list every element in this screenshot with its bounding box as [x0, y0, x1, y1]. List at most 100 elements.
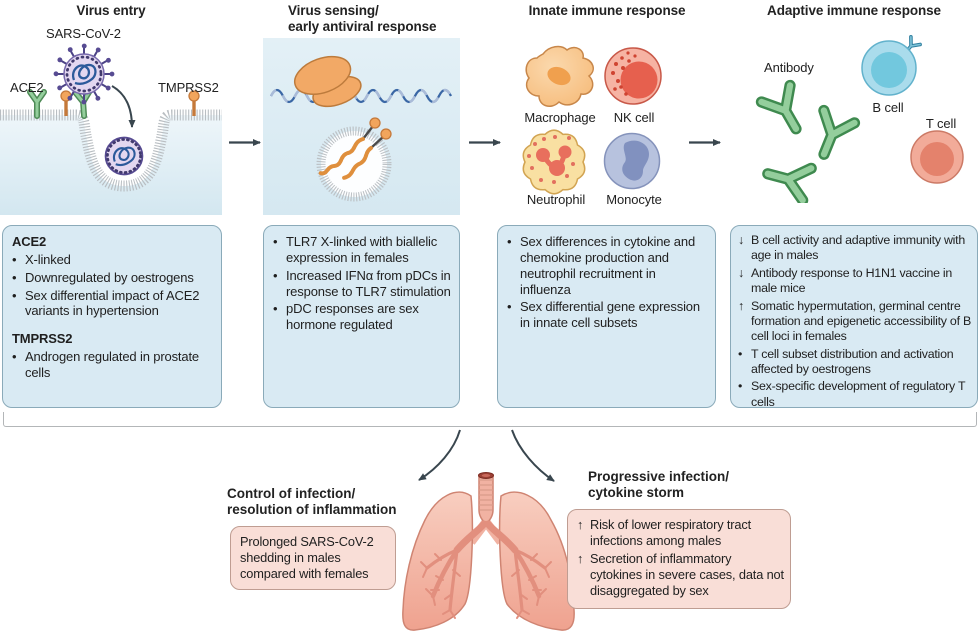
- bullet-item: • Downregulated by oestrogens: [12, 270, 214, 286]
- summary-bracket: [3, 412, 977, 427]
- bullet-text: Sex differential gene expression in inna…: [520, 299, 700, 331]
- bullet-marker: •: [738, 379, 743, 394]
- bullet-item: ↓ B cell activity and adaptive immunity w…: [738, 233, 973, 264]
- bullet-marker: •: [273, 234, 278, 249]
- outcome-right-box: ↑Risk of lower respiratory tract infecti…: [567, 509, 791, 609]
- tmprss2-label: TMPRSS2: [158, 80, 219, 95]
- outcome-arrows: [418, 429, 555, 482]
- antibody-label: Antibody: [764, 60, 814, 75]
- bullet-item: •Sex differential gene expression in inn…: [507, 299, 708, 331]
- bullet-item: •T cell subset distribution and activati…: [738, 347, 973, 378]
- b-cell: [861, 34, 922, 96]
- bullet-marker: ↑: [577, 550, 584, 566]
- antibody-y: [818, 104, 861, 160]
- flow-arrow: [229, 139, 261, 146]
- column-title-innate: Innate immune response: [528, 3, 686, 18]
- column-title-virus-sensing: Virus sensing/ early antiviral response: [288, 3, 437, 34]
- flow-arrow: [689, 139, 721, 146]
- bullet-text: Increased IFNα from pDCs in response to …: [286, 267, 451, 299]
- sars-cov-2-label: SARS-CoV-2: [46, 26, 121, 41]
- neutrophil-cell: [522, 129, 586, 195]
- bullet-text: Somatic hypermutation, germinal centre f…: [751, 298, 971, 344]
- bullet-text: Sex differential impact of ACE2 variants…: [25, 287, 200, 319]
- outcome-left-title: Control of infection/ resolution of infl…: [227, 486, 397, 518]
- box-subheading: TMPRSS2: [12, 331, 214, 347]
- outcome-left-box: Prolonged SARS-CoV-2 shedding in males c…: [230, 526, 396, 590]
- bullet-item: • Sex-specific development of regulatory …: [738, 379, 973, 410]
- cytoplasm-region: [0, 115, 222, 215]
- bullet-item: • TLR7 X-linked with biallelic expression…: [273, 234, 452, 266]
- bullet-marker: •: [12, 287, 17, 303]
- virus-sensing-info-box: • TLR7 X-linked with biallelic expression…: [263, 225, 460, 408]
- bullet-item: • Sex differential impact of ACE2 variant…: [12, 288, 214, 320]
- t-cell: [910, 130, 964, 184]
- bullet-item: •pDC responses are sex hormone regulated: [273, 301, 452, 333]
- cell-membrane: [0, 109, 222, 192]
- bullet-marker: ↑: [577, 517, 584, 532]
- neutrophil-label: Neutrophil: [526, 192, 586, 207]
- bullet-marker: •: [12, 349, 17, 365]
- flow-arrow: [469, 139, 501, 146]
- lungs-illustration: [402, 472, 575, 631]
- bullet-text: Sex differences in cytokine and chemokin…: [520, 234, 696, 297]
- bullet-text: pDC responses are sex hormone regulated: [286, 301, 419, 333]
- bullet-text: Downregulated by oestrogens: [25, 269, 194, 285]
- nk-cell-label: NK cell: [613, 110, 655, 125]
- outcome-left-text: Prolonged SARS-CoV-2 shedding in males c…: [240, 534, 374, 581]
- virus-sensing-illustration: [263, 38, 460, 215]
- bullet-item: ↑ Secretion of inflammatory cytokines in …: [577, 551, 784, 599]
- outcome-right-title: Progressive infection/ cytokine storm: [588, 469, 730, 501]
- bullet-marker: •: [12, 251, 17, 267]
- bullet-marker: •: [273, 267, 278, 283]
- bullet-text: X-linked: [25, 251, 71, 267]
- adaptive-info-box: ↓ B cell activity and adaptive immunity w…: [730, 225, 978, 410]
- virus-entry-illustration: [0, 43, 222, 215]
- bullet-item: • Sex differences in cytokine and chemoki…: [507, 234, 708, 297]
- bullet-text: ACE2: [12, 234, 47, 249]
- bullet-item: ↓ Antibody response to H1N1 vaccine in ma…: [738, 266, 973, 297]
- tlr7-head: [369, 117, 381, 129]
- bullet-marker: ↓: [738, 233, 744, 247]
- macrophage-cell: [525, 45, 594, 107]
- endosomal-virion: [104, 136, 144, 176]
- tmprss2-receptor: [188, 90, 200, 116]
- column-title-adaptive: Adaptive immune response: [767, 3, 941, 18]
- trachea: [478, 472, 494, 526]
- bullet-item: • X-linked: [12, 252, 214, 268]
- b-cell-label: B cell: [872, 100, 904, 115]
- ribosome: [293, 55, 362, 108]
- bullet-text: TLR7 X-linked with biallelic expression …: [286, 234, 438, 265]
- monocyte-label: Monocyte: [606, 192, 662, 207]
- bullet-text: Sex-specific development of regulatory T…: [751, 379, 966, 409]
- ace2-receptor: [27, 89, 47, 119]
- tlr7-head: [380, 128, 392, 140]
- bullet-marker: ↓: [738, 265, 744, 280]
- entry-arrow: [111, 85, 136, 128]
- adaptive-cells-illustration: [755, 34, 964, 203]
- bullet-marker: ↑: [738, 298, 744, 313]
- box-subheading: ACE2: [12, 234, 214, 250]
- bullet-text: B cell activity and adaptive immunity wi…: [751, 233, 966, 263]
- bullet-text: Antibody response to H1N1 vaccine in mal…: [751, 265, 953, 296]
- bullet-item: • Increased IFNα from pDCs in response to…: [273, 268, 452, 300]
- tlr7-coil: [341, 146, 373, 180]
- endosome-with-tlr7: [316, 117, 392, 202]
- bullet-text: T cell subset distribution and activatio…: [751, 346, 954, 376]
- bullet-marker: •: [12, 269, 17, 285]
- airway-tree: [420, 520, 552, 619]
- t-cell-label: T cell: [925, 116, 957, 131]
- innate-info-box: • Sex differences in cytokine and chemoki…: [497, 225, 716, 408]
- bullet-text: Androgen regulated in prostate cells: [25, 349, 200, 381]
- antibody-y: [762, 162, 817, 203]
- ace2-label: ACE2: [10, 80, 44, 95]
- bullet-item: • Androgen regulated in prostate cells: [12, 349, 214, 381]
- bullet-marker: •: [507, 234, 512, 249]
- macrophage-label: Macrophage: [524, 110, 596, 125]
- innate-cells-illustration: [522, 45, 662, 195]
- monocyte-cell: [603, 132, 661, 190]
- bullet-text: Secretion of inflammatory cytokines in s…: [590, 550, 784, 598]
- bullet-text: TMPRSS2: [12, 331, 73, 347]
- antibody-y: [755, 79, 802, 135]
- nk-cell: [604, 47, 662, 105]
